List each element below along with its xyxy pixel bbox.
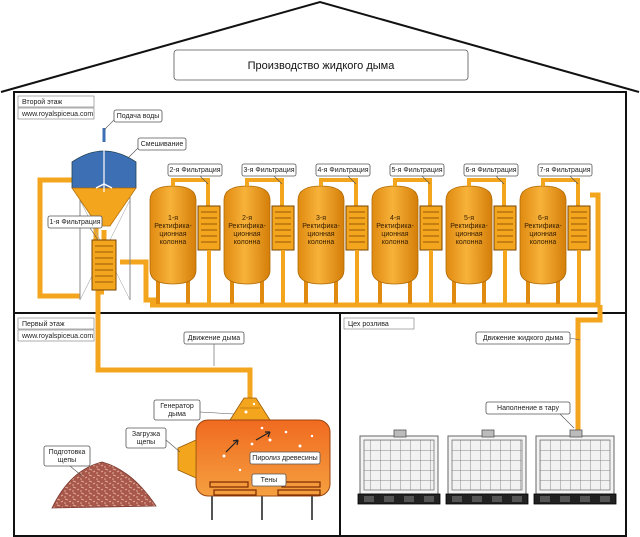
column-label-line: колонна — [530, 239, 557, 246]
column-label-line: колонна — [456, 239, 483, 246]
bottling-shop-label: Цех розлива — [343, 317, 415, 330]
filter-3 — [271, 205, 295, 251]
column-label-line: колонна — [308, 239, 335, 246]
first-floor-label: Первый этаж www.royalspiceua.com — [17, 317, 95, 342]
svg-text:Движение жидкого дыма: Движение жидкого дыма — [483, 335, 563, 342]
svg-text:Генератор: Генератор — [160, 403, 194, 410]
filter-6 — [493, 205, 517, 251]
callout-filter-4: 4-я Фильтрация — [315, 163, 371, 185]
column-label-line: ционная — [381, 231, 408, 238]
title-box: Производство жидкого дыма — [173, 49, 469, 81]
column-label-line: Ректифика- — [524, 223, 562, 230]
callout-pyrolysis: Пиролиз древесины — [249, 451, 321, 465]
column-label-line: колонна — [382, 239, 409, 246]
svg-text:Подготовка: Подготовка — [49, 449, 86, 456]
callout-mixing: Смешивание — [127, 137, 187, 159]
column-label-line: 5-я — [464, 215, 474, 222]
callout-filter-2: 2-я Фильтрация — [167, 163, 223, 185]
column-label-line: Ректифика- — [302, 223, 340, 230]
column-label-line: Ректифика- — [376, 223, 414, 230]
column-label-line: ционная — [233, 231, 260, 238]
column-label-line: колонна — [234, 239, 261, 246]
column-label-line: ционная — [455, 231, 482, 238]
filter-4 — [345, 205, 369, 251]
page-title: Производство жидкого дыма — [248, 60, 396, 72]
callout-preparation: Подготовка щепы — [43, 445, 91, 477]
wood-chips-pile — [51, 461, 157, 509]
svg-text:щепы: щепы — [137, 439, 155, 446]
callout-smoke-movement: Движение дыма — [183, 331, 245, 366]
svg-text:www.royalspiceua.com: www.royalspiceua.com — [21, 111, 93, 118]
column-label-line: 2-я — [242, 215, 252, 222]
callout-filter-7: 7-я Фильтрация — [537, 163, 593, 185]
svg-text:Второй этаж: Второй этаж — [22, 98, 63, 106]
svg-text:Пиролиз древесины: Пиролиз древесины — [252, 455, 317, 462]
callout-filter-1: 1-я Фильтрация — [47, 215, 103, 241]
svg-text:Тены: Тены — [261, 477, 278, 484]
svg-text:Подача воды: Подача воды — [117, 113, 160, 120]
svg-text:3-я Фильтрация: 3-я Фильтрация — [243, 167, 294, 174]
callout-filter-5: 5-я Фильтрация — [389, 163, 445, 185]
svg-text:Смешивание: Смешивание — [141, 141, 184, 148]
ibc-tank-3 — [533, 429, 617, 505]
svg-text:7-я Фильтрация: 7-я Фильтрация — [539, 167, 590, 174]
column-label-line: колонна — [160, 239, 187, 246]
svg-text:6-я Фильтрация: 6-я Фильтрация — [465, 167, 516, 174]
svg-text:1-я Фильтрация: 1-я Фильтрация — [49, 219, 100, 226]
svg-text:Движение дыма: Движение дыма — [188, 335, 240, 342]
callout-filter-3: 3-я Фильтрация — [241, 163, 297, 185]
column-label-line: 1-я — [168, 215, 178, 222]
column-label-line: ционная — [307, 231, 334, 238]
column-label-line: 3-я — [316, 215, 326, 222]
filter-2 — [197, 205, 221, 251]
column-label-line: ционная — [159, 231, 186, 238]
callout-liquid-smoke-movement: Движение жидкого дыма — [475, 331, 581, 345]
callout-filling: Наполнение в тару — [485, 401, 575, 429]
second-floor-label: Второй этаж www.royalspiceua.com — [17, 95, 95, 120]
svg-text:Первый этаж: Первый этаж — [22, 320, 65, 328]
callout-water: Подача воды — [103, 109, 163, 131]
pipes — [37, 177, 603, 430]
svg-text:www.royalspiceua.com: www.royalspiceua.com — [21, 333, 93, 340]
svg-text:2-я Фильтрация: 2-я Фильтрация — [169, 167, 220, 174]
ibc-tanks — [357, 429, 617, 505]
svg-text:Загрузка: Загрузка — [132, 431, 160, 438]
filter-5 — [419, 205, 443, 251]
callout-filter-6: 6-я Фильтрация — [463, 163, 519, 185]
svg-text:4-я Фильтрация: 4-я Фильтрация — [317, 167, 368, 174]
svg-text:5-я Фильтрация: 5-я Фильтрация — [391, 167, 442, 174]
callout-heaters: Тены — [251, 473, 287, 487]
callout-generator: Генератор дыма — [153, 399, 235, 421]
ibc-tank-1 — [357, 429, 441, 505]
column-label-line: Ректифика- — [228, 223, 266, 230]
svg-text:Наполнение в тару: Наполнение в тару — [497, 405, 559, 412]
column-label-line: Ректифика- — [450, 223, 488, 230]
svg-text:дыма: дыма — [168, 411, 186, 418]
svg-text:Цех розлива: Цех розлива — [348, 321, 389, 328]
mixing-vessel — [71, 128, 137, 301]
svg-text:щепы: щепы — [58, 457, 76, 464]
column-label-line: 4-я — [390, 215, 400, 222]
ibc-tank-2 — [445, 429, 529, 505]
filter-7 — [567, 205, 591, 251]
column-label-line: Ректифика- — [154, 223, 192, 230]
column-label-line: ционная — [529, 231, 556, 238]
filter-1 — [91, 239, 117, 291]
callout-loading: Загрузка щепы — [125, 427, 181, 453]
column-label-line: 6-я — [538, 215, 548, 222]
